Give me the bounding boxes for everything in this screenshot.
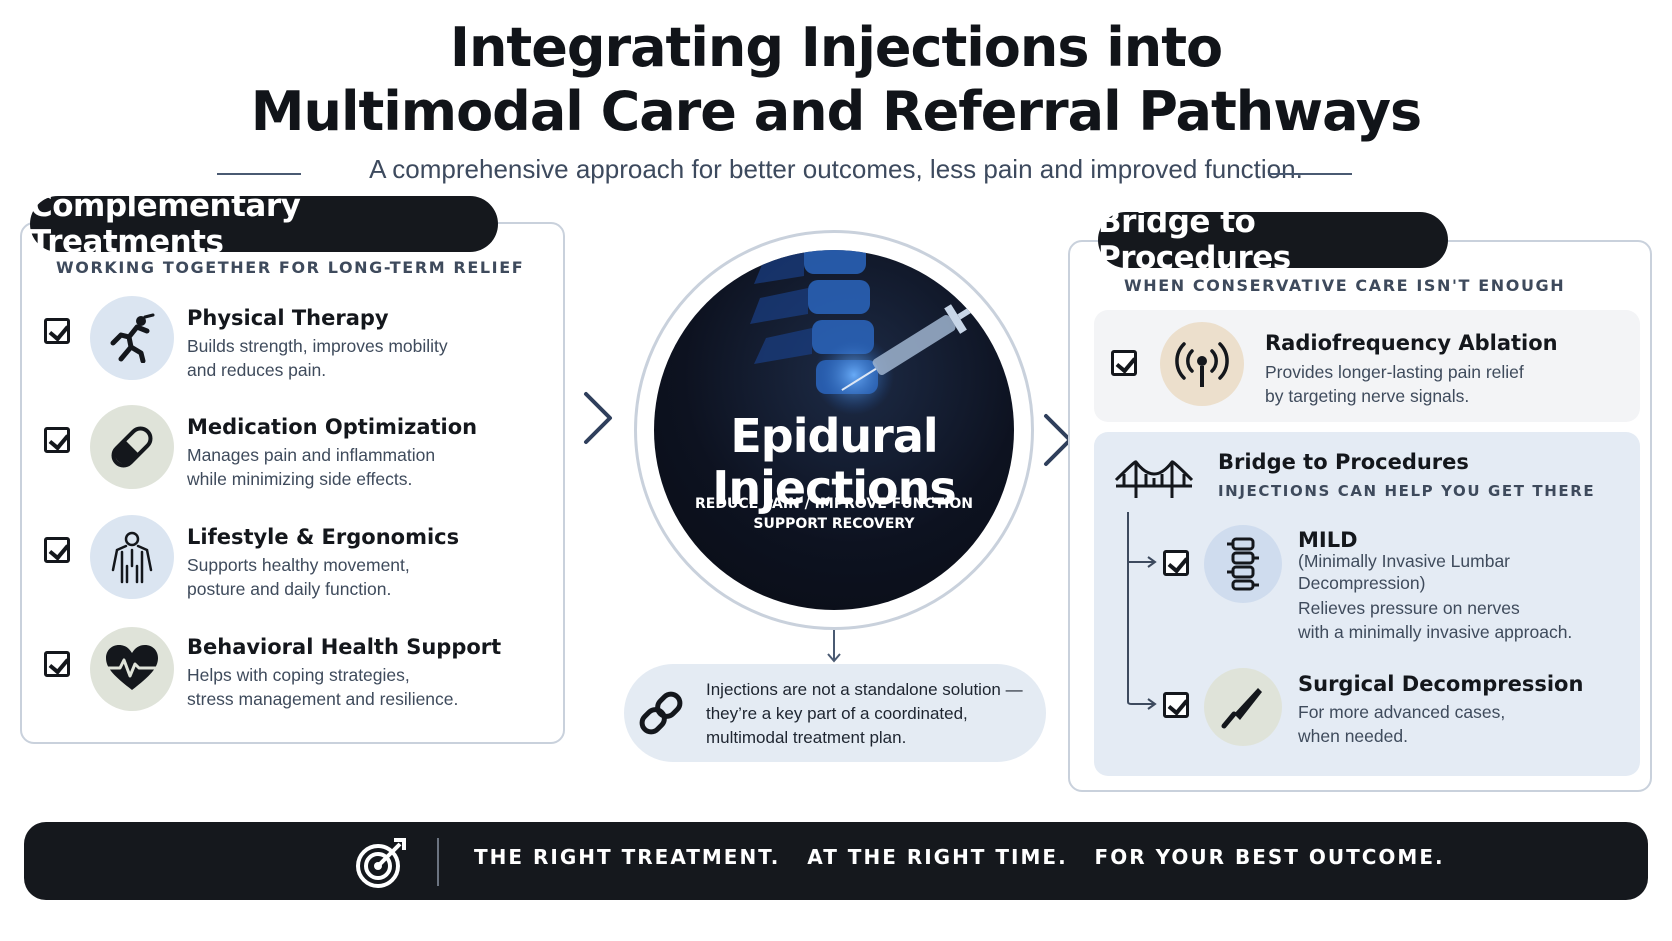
chevron-right-icon: [584, 392, 612, 444]
subtitle-rule-right: [1268, 173, 1352, 175]
surgical-desc: For more advanced cases,when needed.: [1298, 702, 1506, 746]
target-icon: [356, 838, 406, 888]
heart-pulse-icon: [90, 627, 174, 711]
checkbox-checked: [1111, 350, 1137, 376]
bridge-caption: WHEN CONSERVATIVE CARE ISN'T ENOUGH: [1124, 276, 1566, 295]
treatment-desc: Helps with coping strategies,stress mana…: [187, 665, 459, 709]
treatment-item-lifestyle: Lifestyle & Ergonomics Supports healthy …: [44, 515, 564, 605]
checkbox-checked: [44, 318, 70, 344]
treatment-item-behavioral-health: Behavioral Health Support Helps with cop…: [44, 627, 564, 717]
arrow-down-icon: [827, 630, 841, 663]
connector-lines: [1127, 512, 1157, 710]
title-line-2: Multimodal Care and Referral Pathways: [250, 80, 1422, 143]
treatment-title: Lifestyle & Ergonomics: [187, 525, 460, 549]
note-text: Injections are not a standalone solution…: [706, 680, 1023, 747]
radio-signal-icon: [1160, 322, 1244, 406]
footer-banner: [24, 822, 1648, 900]
body-icon: [90, 515, 174, 599]
checkbox-checked: [1163, 692, 1189, 718]
bridge-sub-caption: INJECTIONS CAN HELP YOU GET THERE: [1218, 482, 1596, 500]
subtitle-row: A comprehensive approach for better outc…: [0, 150, 1672, 190]
complementary-treatments-heading: Complementary Treatments: [30, 188, 498, 260]
bridge-card: [1094, 432, 1640, 776]
mild-title: MILD: [1298, 528, 1358, 552]
rfa-title: Radiofrequency Ablation: [1265, 331, 1558, 355]
footer-tagline: THE RIGHT TREATMENT. AT THE RIGHT TIME. …: [474, 845, 1445, 869]
treatment-title: Physical Therapy: [187, 306, 389, 330]
spine-icon: [1204, 525, 1282, 603]
checkbox-checked: [44, 537, 70, 563]
checkbox-checked: [44, 427, 70, 453]
link-icon: [639, 691, 683, 735]
pill-icon: [90, 405, 174, 489]
page-title: Integrating Injections into Multimodal C…: [0, 16, 1672, 144]
treatment-title: Behavioral Health Support: [187, 635, 502, 659]
note-box: [624, 664, 1046, 762]
treatment-title: Medication Optimization: [187, 415, 478, 439]
bridge-title: Bridge to Procedures: [1218, 450, 1469, 474]
bridge-icon: [1114, 460, 1194, 498]
center-tagline-1: REDUCE PAIN / IMPROVE FUNCTION: [695, 496, 973, 512]
page-subtitle: A comprehensive approach for better outc…: [369, 154, 1303, 184]
scalpel-icon: [1204, 668, 1282, 746]
exercise-icon: [90, 296, 174, 380]
subtitle-rule-left: [217, 173, 301, 175]
title-line-1: Integrating Injections into: [449, 16, 1223, 79]
checkbox-checked: [44, 651, 70, 677]
bridge-to-procedures-heading: Bridge to Procedures: [1098, 204, 1448, 276]
treatment-item-medication: Medication Optimization Manages pain and…: [44, 405, 564, 495]
treatment-desc: Supports healthy movement,posture and da…: [187, 555, 410, 599]
spine-injection-illustration: [654, 250, 1014, 610]
footer-divider: [437, 838, 439, 886]
treatment-item-physical-therapy: Physical Therapy Builds strength, improv…: [44, 296, 564, 386]
center-tagline-2: SUPPORT RECOVERY: [753, 516, 915, 532]
surgical-title: Surgical Decompression: [1298, 672, 1584, 696]
complementary-caption: WORKING TOGETHER FOR LONG-TERM RELIEF: [56, 258, 525, 277]
checkbox-checked: [1163, 550, 1189, 576]
